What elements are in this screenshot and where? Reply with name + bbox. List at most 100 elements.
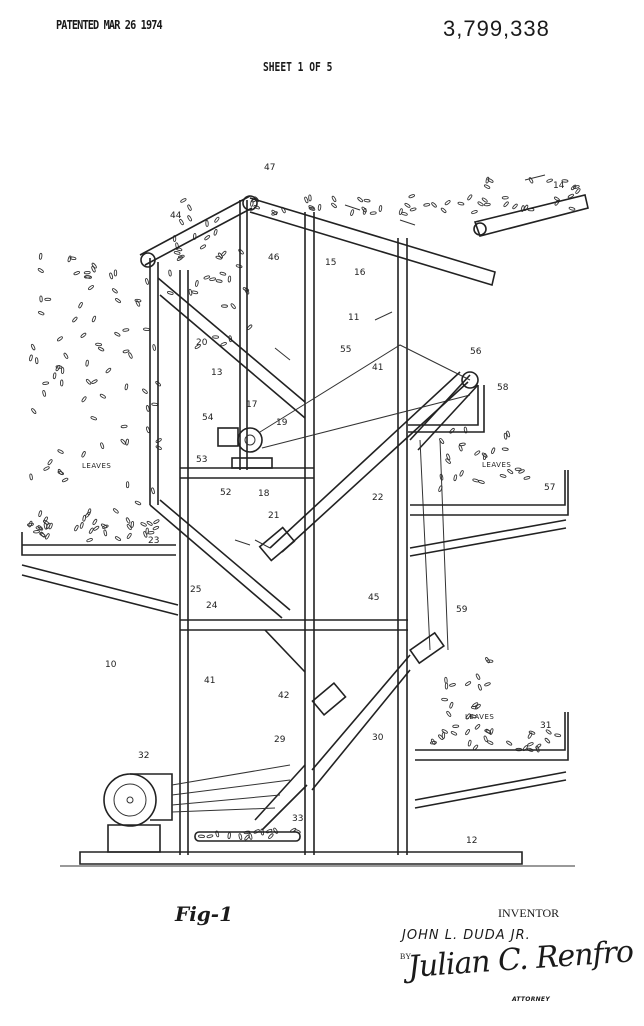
leaf-mark (568, 206, 576, 211)
leaf-mark (72, 316, 78, 323)
ref-17: 17 (246, 400, 257, 410)
leaf-mark (43, 466, 50, 471)
leaf-mark (463, 426, 468, 434)
leaf-mark (57, 336, 63, 342)
ref-47: 47 (264, 163, 275, 173)
leaf-mark (151, 487, 155, 495)
leaf-mark (130, 521, 135, 528)
attorney-title: ATTORNEY (512, 996, 550, 1003)
leaf-mark (69, 256, 77, 261)
leaf-mark (35, 357, 39, 365)
leaf-mark (191, 290, 199, 295)
leaf-mark (446, 710, 452, 717)
ref-19: 19 (276, 418, 288, 428)
leaf-mark (486, 740, 494, 745)
leaf-mark (78, 302, 83, 309)
leaf-mark (60, 367, 65, 375)
leaf-mark (194, 344, 201, 349)
leaf-mark (95, 342, 103, 347)
leaf-mark (221, 304, 228, 308)
leaf-mark (175, 242, 179, 250)
leaf-mark (474, 724, 481, 730)
leaf-mark (37, 525, 44, 531)
leaf-mark (477, 201, 484, 207)
leaf-mark (145, 527, 149, 535)
leaf-mark (151, 402, 159, 407)
leaf-mark (465, 729, 470, 736)
ref-57: 57 (544, 483, 555, 493)
leaf-mark (271, 211, 278, 216)
leaf-mark (103, 529, 108, 537)
leaf-mark (491, 447, 496, 454)
leaf-mark (39, 295, 43, 303)
leaf-mark (483, 184, 491, 189)
leaf-mark (545, 729, 552, 735)
ref-33: 33 (292, 814, 303, 824)
leaf-mark (97, 346, 105, 352)
leaf-mark (273, 827, 278, 834)
leaf-mark (152, 344, 156, 351)
leaf-mark (507, 469, 514, 475)
leaf-mark (172, 235, 177, 242)
leaf-mark (125, 438, 129, 446)
leaf-mark (55, 365, 63, 369)
leaf-mark (444, 200, 451, 206)
leaf-mark (331, 195, 337, 203)
leaf-mark (470, 705, 478, 710)
leaf-mark (35, 526, 43, 531)
leaf-mark (57, 449, 64, 454)
leaf-mark (44, 297, 52, 302)
leaf-mark (481, 452, 488, 458)
leaf-mark (378, 205, 383, 212)
leaf-mark (120, 424, 128, 429)
leaf-mark (575, 188, 581, 194)
leaf-mark (83, 270, 91, 275)
ref-32: 32 (138, 751, 149, 761)
leaf-mark (423, 203, 431, 207)
leaf-mark (331, 202, 337, 209)
leaf-mark (535, 743, 542, 749)
leaf-mark (168, 269, 172, 277)
leaf-mark (471, 210, 478, 214)
leaf-mark (100, 523, 108, 529)
ref-53: 53 (196, 455, 207, 465)
leaf-mark (199, 244, 207, 250)
leaf-mark (308, 194, 312, 202)
leaf-mark (398, 208, 403, 215)
leaf-mark (187, 204, 192, 211)
reference-numerals: 14 47 44 46 15 16 11 20 13 55 41 56 58 5… (82, 163, 565, 846)
ref-20: 20 (196, 338, 208, 348)
leaf-mark (467, 739, 472, 747)
leaf-mark (83, 275, 91, 279)
leaf-mark (501, 196, 509, 200)
leaf-mark (45, 533, 50, 540)
leaf-mark (73, 271, 81, 276)
leaf-mark (147, 531, 155, 535)
leaf-mark (238, 248, 244, 255)
leaf-mark (514, 467, 522, 471)
leaf-mark (91, 266, 96, 273)
leaf-mark (146, 426, 150, 434)
leaf-mark (195, 280, 199, 287)
leaf-mark (30, 343, 36, 351)
leaf-mark (146, 520, 153, 526)
leaf-mark (42, 381, 50, 385)
leaf-mark (206, 834, 214, 839)
leaf-mark (91, 315, 97, 323)
leaf-mark (484, 729, 491, 734)
leaf-mark (469, 714, 477, 719)
leaf-mark (29, 473, 33, 481)
leaf-mark (546, 178, 553, 183)
ref-41-lower: 41 (204, 676, 215, 686)
leaf-mark (317, 203, 322, 211)
leaf-mark (253, 205, 260, 210)
leaf-mark (37, 311, 45, 316)
leaf-mark (126, 524, 132, 530)
leaf-mark (38, 252, 43, 260)
leaf-mark (244, 834, 250, 841)
leaf-mark (180, 198, 187, 203)
ref-16: 16 (354, 268, 366, 278)
leaf-mark (99, 393, 106, 399)
ref-15: 15 (325, 258, 336, 268)
